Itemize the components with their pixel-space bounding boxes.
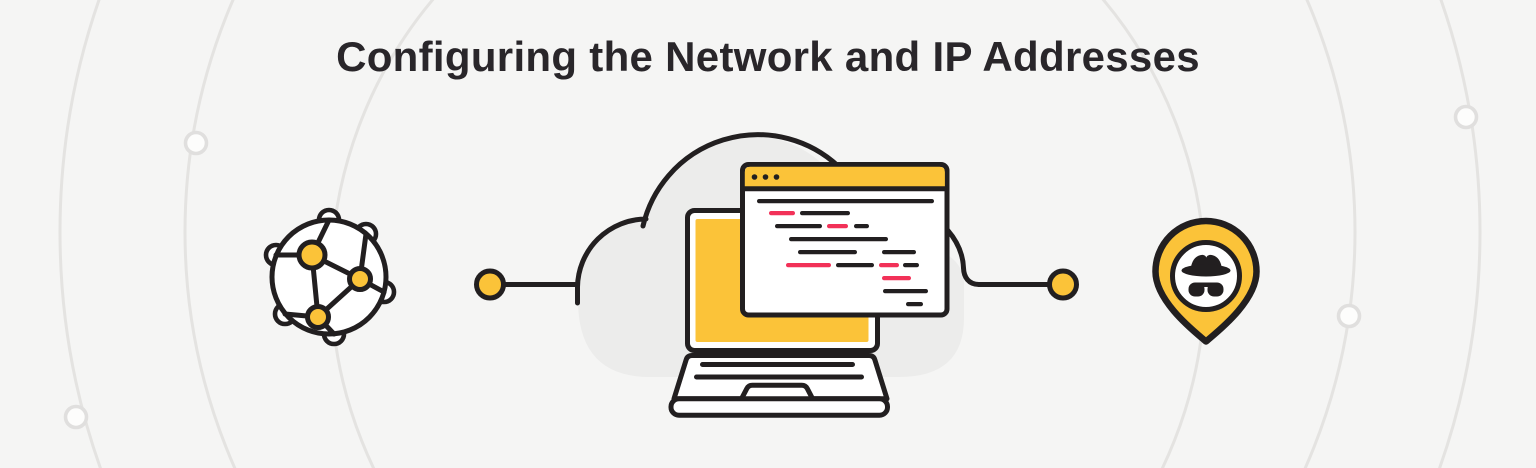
- code-lines: [757, 199, 934, 307]
- code-line-segment: [757, 199, 934, 204]
- window-titlebar: [744, 166, 945, 187]
- background-arc: [183, 0, 1357, 468]
- globe-node: [305, 304, 331, 330]
- network-globe-icon: [263, 207, 397, 347]
- left-connector: [474, 268, 580, 301]
- window-titlebar-dots: [751, 174, 780, 180]
- code-line-segment: [789, 237, 888, 242]
- code-line-segment: [879, 263, 899, 268]
- globe-links: [273, 217, 387, 337]
- right-connector-dot: [1047, 268, 1079, 301]
- code-line-segment: [775, 224, 822, 229]
- code-line-segment: [903, 263, 919, 268]
- code-line-segment: [798, 250, 857, 255]
- code-line-segment: [800, 211, 850, 216]
- code-window-icon: [740, 162, 950, 318]
- code-line-segment: [906, 302, 923, 307]
- code-line-segment: [786, 263, 831, 268]
- code-line-segment: [854, 224, 869, 229]
- left-connector-dot: [474, 268, 506, 301]
- background-dot: [183, 130, 209, 156]
- globe-node: [347, 266, 373, 292]
- laptop-base-bar: [668, 396, 890, 418]
- right-connector: [976, 268, 1079, 301]
- background-arc: [58, 0, 1482, 468]
- background-dot: [63, 404, 89, 430]
- incognito-icon: [1181, 254, 1231, 297]
- code-line-segment: [769, 211, 795, 216]
- cloud-outline: [575, 132, 982, 306]
- code-line-segment: [882, 276, 911, 281]
- page-title: Configuring the Network and IP Addresses: [336, 33, 1200, 80]
- laptop-keyboard-lines: [694, 362, 864, 380]
- incognito-location-pin-icon: [1152, 217, 1260, 345]
- code-line-segment: [836, 263, 874, 268]
- background-dot: [1336, 303, 1362, 329]
- incognito-hat-brim: [1181, 264, 1231, 277]
- background-dot: [1453, 104, 1479, 130]
- globe-node: [296, 239, 328, 271]
- code-line-segment: [883, 289, 928, 294]
- incognito-glasses: [1188, 282, 1224, 297]
- laptop-base: [668, 353, 890, 418]
- laptop-trackpad-notch: [739, 382, 815, 400]
- code-line-segment: [882, 250, 916, 255]
- code-line-segment: [827, 224, 848, 229]
- background-dots: [63, 104, 1479, 430]
